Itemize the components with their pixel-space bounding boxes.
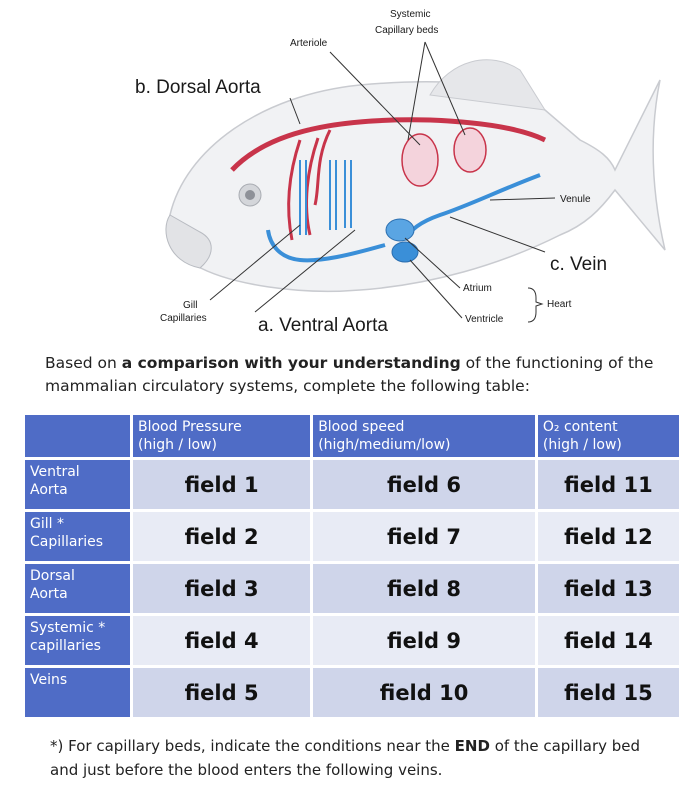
footnote-text: *) For capillary beds, indicate the cond… [50, 737, 641, 779]
label-venule: Venule [560, 194, 591, 205]
field-12[interactable]: field 12 [537, 512, 679, 561]
field-15[interactable]: field 15 [537, 668, 679, 717]
field-2[interactable]: field 2 [133, 512, 311, 561]
field-13[interactable]: field 13 [537, 564, 679, 613]
instruction-text: Based on a comparison with your understa… [45, 354, 654, 395]
label-capillaries: Capillaries [160, 313, 207, 324]
arteriole-vessel [313, 129, 332, 206]
systemic-capillary-bed-1 [401, 133, 439, 187]
fish-mouth [165, 214, 212, 269]
label-gill: Gill [183, 300, 197, 311]
label-capillary-beds: Capillary beds [375, 25, 438, 36]
atrium-shape [385, 218, 415, 242]
leader-lines [209, 41, 556, 319]
label-arteriole: Arteriole [290, 38, 328, 49]
row-header-veins: Veins [25, 668, 130, 717]
footnote-emphasis: END [454, 737, 490, 755]
label-vein: c. Vein [550, 254, 607, 275]
heart-brace [527, 287, 544, 323]
header-blood-pressure: Blood Pressure(high / low) [133, 415, 311, 457]
label-heart: Heart [547, 299, 572, 310]
table-row: Gill *Capillaries field 2 field 7 field … [25, 512, 679, 561]
gill-arch-red-1 [287, 139, 302, 241]
header-blood-speed: Blood speed(high/medium/low) [313, 415, 535, 457]
gill-arch-red-2 [305, 137, 320, 236]
label-ventricle: Ventricle [465, 314, 504, 325]
field-7[interactable]: field 7 [313, 512, 535, 561]
field-14[interactable]: field 14 [537, 616, 679, 665]
field-5[interactable]: field 5 [133, 668, 311, 717]
dorsal-fin [429, 59, 546, 111]
fish-pupil [245, 190, 255, 200]
systemic-capillary-bed-2 [453, 127, 487, 173]
ventricle-shape [391, 241, 419, 263]
field-1[interactable]: field 1 [133, 460, 311, 509]
ventral-aorta-vessel [266, 229, 386, 263]
field-9[interactable]: field 9 [313, 616, 535, 665]
field-10[interactable]: field 10 [313, 668, 535, 717]
instruction-emphasis: a comparison with your understanding [121, 354, 461, 372]
label-dorsal-aorta: b. Dorsal Aorta [135, 77, 261, 98]
label-systemic: Systemic [390, 9, 431, 20]
circulation-table: Blood Pressure(high / low) Blood speed(h… [22, 412, 682, 720]
table-row: Veins field 5 field 10 field 15 [25, 668, 679, 717]
dorsal-aorta-vessel [230, 117, 547, 172]
gill-capillaries [299, 160, 352, 235]
field-11[interactable]: field 11 [537, 460, 679, 509]
table-row: Systemic *capillaries field 4 field 9 fi… [25, 616, 679, 665]
header-o2-content: O₂ content(high / low) [537, 415, 679, 457]
table-header-row: Blood Pressure(high / low) Blood speed(h… [25, 415, 679, 457]
row-header-gill-capillaries: Gill *Capillaries [25, 512, 130, 561]
field-8[interactable]: field 8 [313, 564, 535, 613]
field-3[interactable]: field 3 [133, 564, 311, 613]
fish-circulation-diagram: Systemic Capillary beds Arteriole b. Dor… [135, 9, 666, 336]
field-4[interactable]: field 4 [133, 616, 311, 665]
row-header-systemic-capillaries: Systemic *capillaries [25, 616, 130, 665]
field-6[interactable]: field 6 [313, 460, 535, 509]
label-ventral-aorta: a. Ventral Aorta [258, 315, 388, 336]
header-corner [25, 415, 130, 457]
label-atrium: Atrium [463, 283, 492, 294]
